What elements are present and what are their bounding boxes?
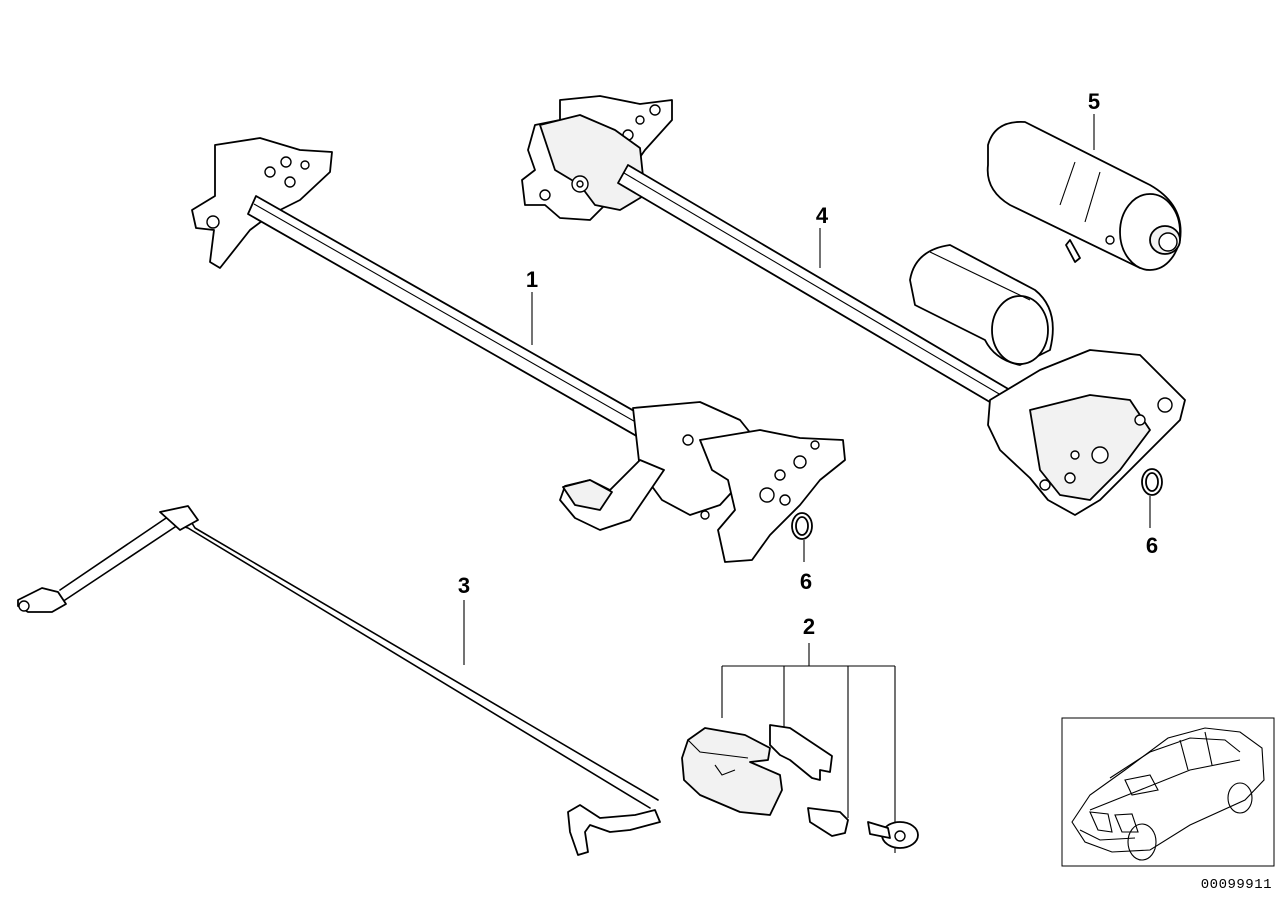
callout-3: 3 <box>458 573 470 598</box>
callout-6-right: 6 <box>1146 533 1158 558</box>
ring-6-left <box>791 512 813 540</box>
motor-5 <box>986 121 1182 271</box>
callout-6-left: 6 <box>800 569 812 594</box>
shaft-assembly-1 <box>191 137 846 563</box>
rod-3 <box>17 505 661 856</box>
hardware-kit-2 <box>681 643 919 853</box>
ring-6-right <box>1141 468 1163 496</box>
car-outline-icon <box>1071 727 1265 861</box>
leader-lines <box>463 114 1151 665</box>
callout-1: 1 <box>526 267 538 292</box>
callout-5: 5 <box>1088 89 1100 114</box>
vehicle-inset <box>1061 717 1275 867</box>
shaft-assembly-4 <box>521 95 1186 516</box>
callout-2: 2 <box>803 614 815 639</box>
callout-4: 4 <box>816 203 829 228</box>
reference-number: 00099911 <box>1201 877 1272 893</box>
